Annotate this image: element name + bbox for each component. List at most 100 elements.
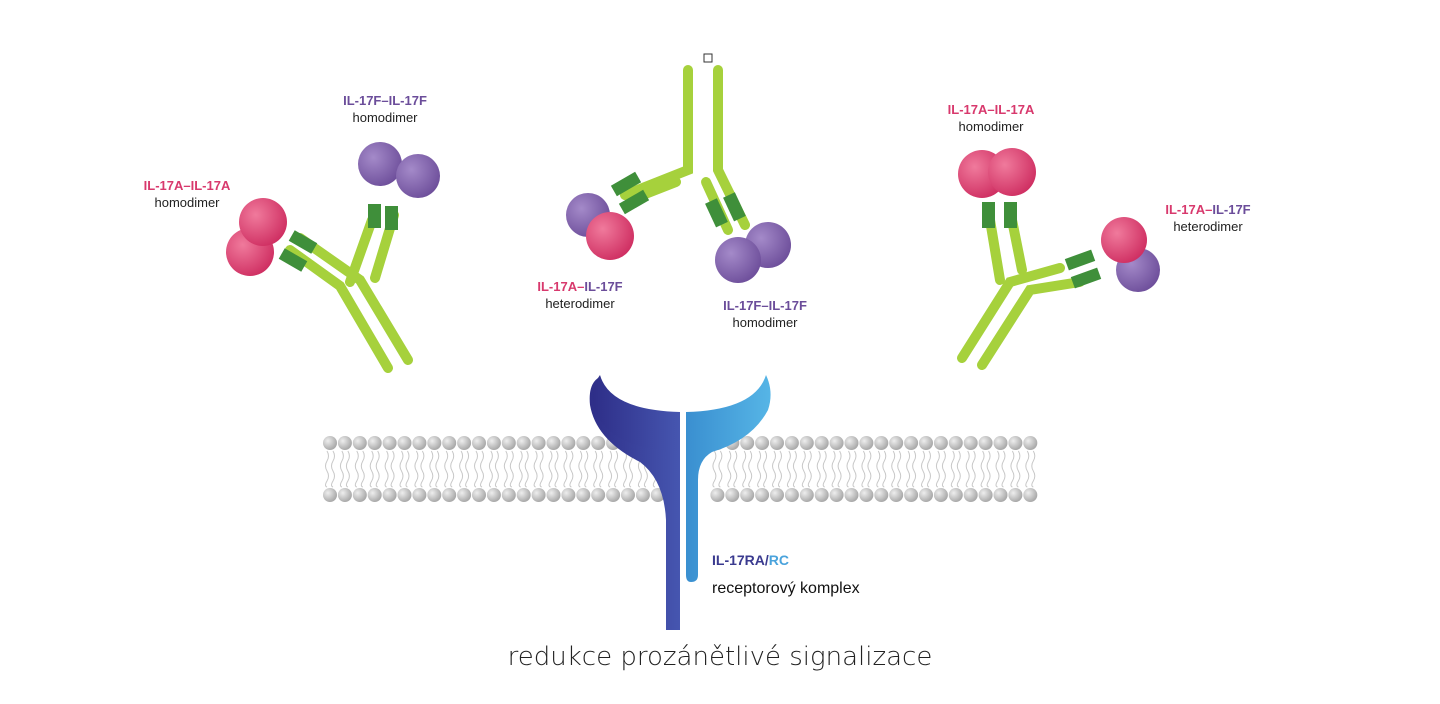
lipid-head xyxy=(546,436,561,450)
receptor-ra-cup xyxy=(592,375,680,452)
lipid-tail xyxy=(459,450,464,488)
lipid-tail xyxy=(331,450,335,488)
lipid-tail xyxy=(995,450,1000,488)
lipid-head xyxy=(516,436,531,450)
lipid-tail xyxy=(912,450,917,488)
il17a-homodimer-left xyxy=(226,198,287,276)
label-sep: – xyxy=(381,93,389,108)
label-il17a-homodimer-left: IL-17A–IL-17A homodimer xyxy=(122,177,252,211)
label-b: IL-17F xyxy=(584,279,623,294)
lipid-head xyxy=(919,436,933,450)
lipid-head xyxy=(770,436,784,450)
lipid-tail xyxy=(524,450,529,488)
label-a: IL-17A xyxy=(1165,202,1206,217)
label-il17f-homodimer-center: IL-17F–IL-17F homodimer xyxy=(700,297,830,331)
label-a: IL-17F xyxy=(343,93,382,108)
lipid-tail xyxy=(882,450,887,488)
lipid-tail xyxy=(444,450,449,488)
lipid-tail xyxy=(786,450,791,488)
lipid-tail xyxy=(891,450,896,488)
lipid-tail xyxy=(375,450,380,488)
lipid-head xyxy=(993,436,1008,450)
lipid-tail xyxy=(450,450,455,488)
lipid-tail xyxy=(435,450,440,488)
label-il17f-homodimer-left: IL-17F–IL-17F homodimer xyxy=(320,92,450,126)
label-sub: homodimer xyxy=(732,315,798,330)
lipid-head xyxy=(755,488,770,502)
lipid-head xyxy=(948,436,963,450)
label-a: IL-17A xyxy=(947,102,988,117)
lipid-tail xyxy=(414,450,419,488)
lipid-tail xyxy=(1016,450,1021,488)
lipid-head xyxy=(352,436,367,450)
lipid-tail xyxy=(554,450,559,488)
lipid-head xyxy=(352,488,367,502)
lipid-head xyxy=(859,488,874,502)
caption: redukce prozánětlivé signalizace xyxy=(507,642,933,672)
lipid-tail xyxy=(965,450,970,488)
lipid-tail xyxy=(539,450,544,488)
lipid-head xyxy=(1023,488,1038,502)
il17f-homodimer-center xyxy=(715,222,791,283)
label-a: IL-17A xyxy=(143,178,184,193)
lipid-head xyxy=(933,488,948,502)
receptor-rc-label: RC xyxy=(768,552,790,568)
lipid-tail xyxy=(906,450,911,488)
lipid-tail xyxy=(623,450,627,488)
lipid-tail xyxy=(941,450,946,488)
label-sep: – xyxy=(183,178,191,193)
cell-membrane xyxy=(323,436,1038,502)
small-square-marker xyxy=(703,53,713,63)
lipid-tail xyxy=(563,450,568,488)
lipid-tail xyxy=(480,450,484,488)
lipid-head xyxy=(978,488,993,502)
label-sub: homodimer xyxy=(958,119,1024,134)
label-a: IL-17A xyxy=(537,279,578,294)
label-sep: – xyxy=(577,279,585,294)
lipid-tail xyxy=(897,450,902,488)
lipid-head xyxy=(576,436,591,450)
lipid-head xyxy=(501,488,516,502)
receptor-ra-subunit xyxy=(589,378,680,630)
lipid-head xyxy=(591,436,606,450)
label-b: IL-17A xyxy=(190,178,231,193)
lipid-tail xyxy=(921,450,925,488)
label-il17a-il17f-heterodimer-right: IL-17A–IL-17F heterodimer xyxy=(1143,201,1273,235)
lipid-head xyxy=(412,436,427,450)
lipid-tail xyxy=(986,450,991,488)
lipid-head xyxy=(770,488,784,502)
lipid-tail xyxy=(772,450,776,488)
lipid-head xyxy=(710,488,725,502)
lipid-tail xyxy=(474,450,478,488)
lipid-head xyxy=(635,488,650,502)
lipid-tail xyxy=(354,450,359,488)
lipid-head xyxy=(457,488,472,502)
label-b: IL-17F xyxy=(388,93,427,108)
lipid-tail xyxy=(405,450,410,488)
lipid-head xyxy=(501,436,516,450)
lipid-tail xyxy=(390,450,395,488)
lipid-head xyxy=(919,488,933,502)
lipid-tail xyxy=(712,450,717,488)
lipid-head xyxy=(323,488,337,502)
lipid-head xyxy=(531,436,546,450)
receptor-slash: / xyxy=(764,552,769,568)
antibody-left xyxy=(278,204,413,373)
antibody-center xyxy=(610,65,750,235)
lipid-head xyxy=(740,436,755,450)
lipid-head xyxy=(516,488,531,502)
lipid-tail xyxy=(325,450,329,488)
lipid-head xyxy=(1008,436,1023,450)
lipid-tail xyxy=(345,450,350,488)
lipid-tail xyxy=(518,450,523,488)
label-b: IL-17F xyxy=(1212,202,1251,217)
lipid-tail xyxy=(399,450,404,488)
il17a-il17f-heterodimer-center xyxy=(566,193,634,260)
il17ra-rc-receptor xyxy=(589,375,771,630)
lipid-tail xyxy=(614,450,619,488)
lipid-tail xyxy=(733,450,738,488)
receptor-ra-label: IL-17RA xyxy=(712,552,765,568)
label-il17a-il17f-heterodimer-center: IL-17A–IL-17F heterodimer xyxy=(515,278,645,312)
il17a-homodimer-right xyxy=(958,148,1036,198)
